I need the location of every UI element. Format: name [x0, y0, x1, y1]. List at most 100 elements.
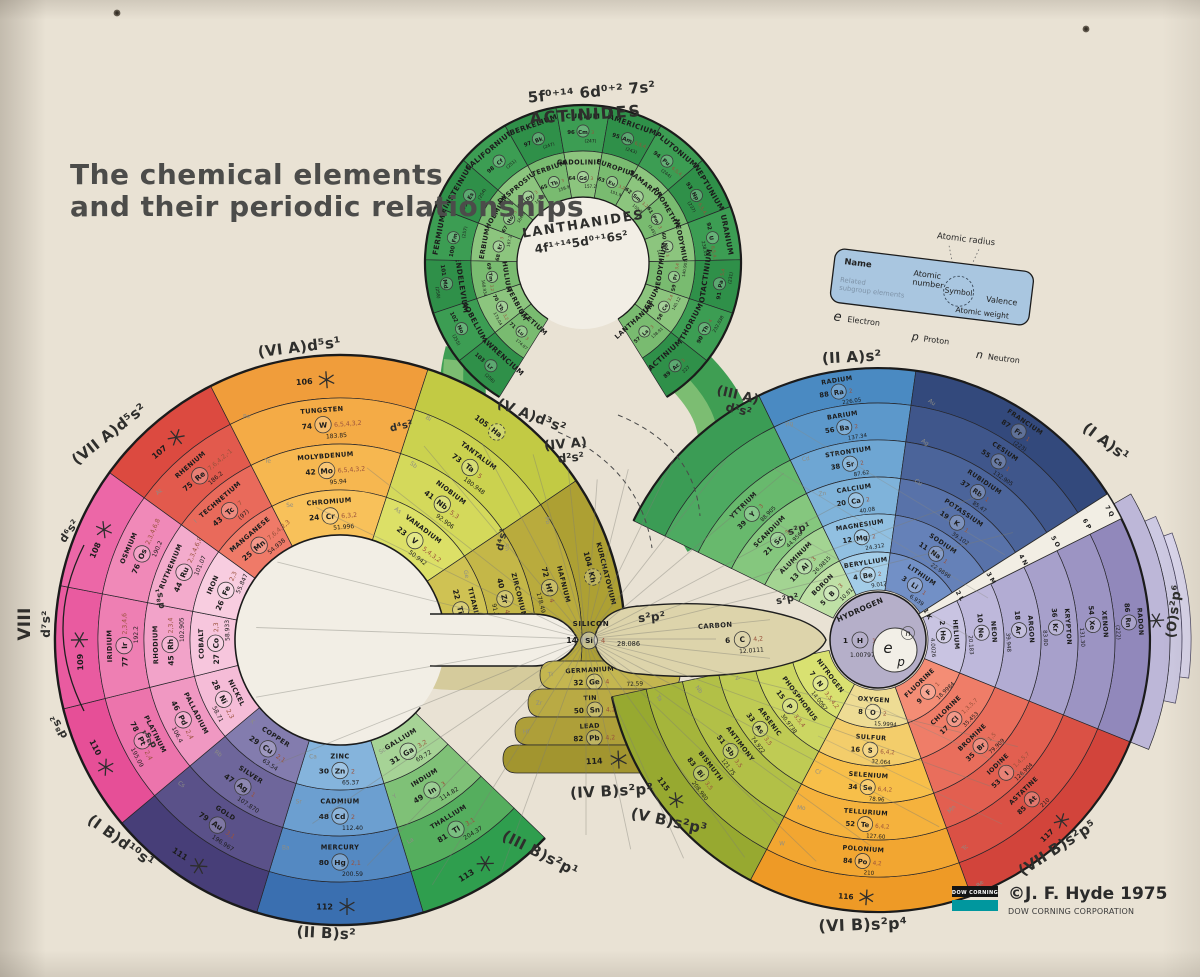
element-valence: 1 [921, 590, 928, 597]
silicon-relationship-ray [256, 627, 587, 640]
element-weight: (255) [450, 333, 461, 347]
dashed-guide [557, 431, 653, 549]
element-number: 28 [210, 678, 223, 691]
element-number: 71 [507, 321, 517, 330]
element-number: 112 [316, 903, 333, 912]
element-number: 10 [975, 613, 984, 623]
element-number: 46 [169, 699, 182, 712]
related-element-label: Po [243, 414, 251, 421]
element-number: 91 [716, 291, 723, 300]
element-symbol: Al [800, 562, 811, 573]
element-symbol: Ho [506, 215, 515, 225]
element-number: 40 [495, 577, 506, 589]
element-valence: 4 [547, 598, 555, 604]
symbol-circle [668, 359, 682, 373]
element-number: 77 [120, 656, 129, 667]
element-valence: 2 [866, 497, 871, 504]
element-valence: 3 [657, 225, 663, 230]
element-name: OXYGEN [858, 694, 891, 704]
element-number: 59 [671, 284, 678, 292]
element-number: 34 [848, 783, 858, 792]
element-symbol: Lr [485, 363, 494, 372]
undiscovered-star-icon [95, 521, 112, 539]
element-valence: 4 [601, 637, 605, 645]
undiscovered-star-icon [318, 371, 335, 389]
element-symbol: Ac [672, 362, 682, 371]
element-valence: 6,5,4,3,2 [334, 420, 362, 429]
element-symbol: Sn [589, 705, 600, 715]
undiscovered-star-icon [1148, 613, 1165, 628]
element-cell [1148, 613, 1165, 628]
element-symbol: Er [497, 243, 504, 250]
related-element-label: Cr [815, 769, 822, 775]
element-symbol: Pt [136, 735, 148, 747]
element-name: COBALT [197, 628, 206, 659]
silicon-relationship-ray [423, 445, 587, 640]
element-valence: 3,1 [224, 830, 236, 841]
group-label-text: (IV A) [544, 435, 588, 454]
element-symbol: Md [441, 279, 448, 289]
element-number: 32 [573, 678, 583, 688]
element-cell: 112 [316, 898, 355, 915]
element-symbol: Os [136, 547, 149, 561]
symbol-circle [693, 765, 710, 782]
element-number: 45 [166, 655, 175, 666]
photo-shadow-right [1162, 0, 1200, 977]
proton-glyph-icon: p [910, 330, 920, 344]
symbol-circle [208, 816, 227, 834]
element-weight: (243) [624, 146, 638, 156]
element-number: 65 [540, 183, 549, 191]
element-weight: 140.12 [671, 296, 682, 311]
element-weight: 144.24 [656, 249, 664, 264]
element-weight: (258) [434, 286, 442, 299]
element-symbol: Th [702, 325, 711, 335]
element-symbol: Co [211, 638, 220, 649]
legend-related-label: Related [840, 276, 867, 287]
symbol-circle [220, 502, 239, 520]
element-number: 9 [915, 696, 924, 705]
element-symbol: Te [861, 821, 870, 830]
element-valence: 3 [838, 583, 845, 590]
element-valence: 2 [872, 534, 877, 541]
legend: Atomic radius Name Related subgroup elem… [829, 231, 1035, 365]
symbol-circle [492, 240, 505, 253]
element-symbol: Xe [1088, 620, 1097, 631]
element-valence: 4,2 [753, 636, 763, 644]
element-weight: 78.96 [868, 796, 885, 803]
legend-neutron-label: Neutron [987, 352, 1020, 365]
element-weight: 157.25 [584, 184, 599, 189]
element-weight: 183.85 [326, 432, 348, 441]
element-weight: (231) [727, 271, 735, 284]
related-element-label: Se [286, 503, 294, 510]
related-subgroup-line [837, 687, 1027, 777]
element-symbol: Rh [166, 639, 175, 650]
related-element-label: Nb [694, 685, 704, 695]
element-valence: 2,3 [213, 622, 220, 632]
symbol-circle [847, 492, 864, 509]
related-element-label: Cs [176, 780, 185, 789]
group-label-text: (II B)s² [296, 922, 356, 943]
element-valence: 3,1 [464, 817, 476, 828]
element-name: CHROMIUM [306, 496, 352, 508]
element-number: 84 [843, 857, 853, 866]
symbol-circle [1023, 791, 1040, 808]
element-valence: 3 [440, 781, 447, 789]
element-name: CADMIUM [320, 798, 359, 806]
symbol-circle [259, 740, 277, 758]
green-loop-inner-edge [516, 196, 650, 320]
symbol-circle [606, 176, 619, 189]
element-name: CARBON [698, 621, 733, 631]
undiscovered-star-icon [476, 855, 494, 872]
symbol-circle [859, 779, 876, 796]
element-number: 62 [623, 187, 633, 196]
symbol-circle [823, 585, 840, 602]
element-symbol: In [426, 785, 438, 797]
element-valence: 1 [872, 637, 876, 645]
element-number: 57 [633, 335, 643, 344]
